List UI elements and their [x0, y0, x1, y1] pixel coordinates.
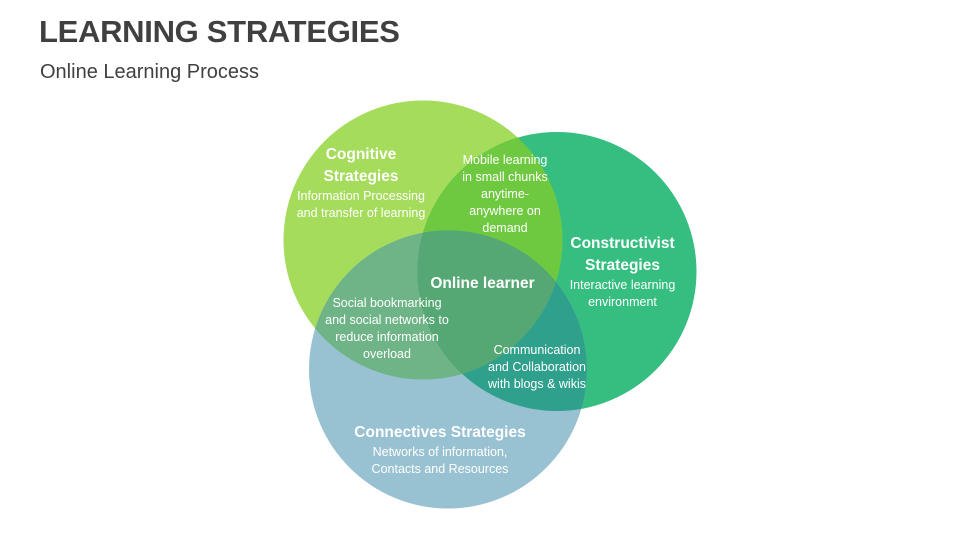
connectives-body-line-2: Contacts and Resources [371, 462, 509, 476]
overlap-cognitive-constructivist-label: Mobile learning in small chunks anytime-… [450, 152, 560, 237]
overlap-text-line: anywhere on [469, 204, 541, 218]
constructivist-title-line-2: Strategies [585, 257, 660, 274]
overlap-text-line: Mobile learning [462, 153, 548, 167]
cognitive-body-line-2: and transfer of learning [296, 206, 426, 220]
overlap-text-line: reduce information [335, 330, 439, 344]
overlap-text-line: with blogs & wikis [488, 377, 586, 391]
constructivist-body-line-1: Interactive learning [569, 278, 676, 292]
cognitive-body-line-1: Information Processing [297, 189, 425, 203]
connectives-label: Connectives Strategies Networks of infor… [340, 422, 540, 478]
connectives-body-line-1: Networks of information, [372, 445, 508, 459]
constructivist-label: Constructivist Strategies Interactive le… [560, 233, 685, 311]
overlap-constructivist-connectives-label: Communication and Collaboration with blo… [478, 342, 596, 393]
overlap-text-line: Communication [493, 343, 581, 357]
cognitive-label: Cognitive Strategies Information Process… [285, 144, 437, 222]
cognitive-title-line-2: Strategies [323, 168, 399, 185]
center-label: Online learner [420, 273, 545, 295]
overlap-text-line: demand [482, 221, 528, 235]
constructivist-title-line-1: Constructivist [570, 235, 675, 252]
overlap-text-line: anytime- [481, 187, 529, 201]
center-title: Online learner [430, 275, 535, 292]
slide-subtitle: Online Learning Process [40, 61, 260, 83]
connectives-title: Connectives Strategies [354, 424, 526, 441]
overlap-text-line: overload [363, 347, 411, 361]
constructivist-body-line-2: environment [588, 295, 657, 309]
overlap-text-line: and Collaboration [488, 360, 586, 374]
overlap-text-line: Social bookmarking [332, 296, 442, 310]
slide-title: LEARNING STRATEGIES [39, 14, 400, 49]
overlap-text-line: in small chunks [462, 170, 548, 184]
overlap-text-line: and social networks to [325, 313, 449, 327]
cognitive-title-line-1: Cognitive [325, 146, 397, 163]
overlap-cognitive-connectives-label: Social bookmarking and social networks t… [312, 295, 462, 363]
